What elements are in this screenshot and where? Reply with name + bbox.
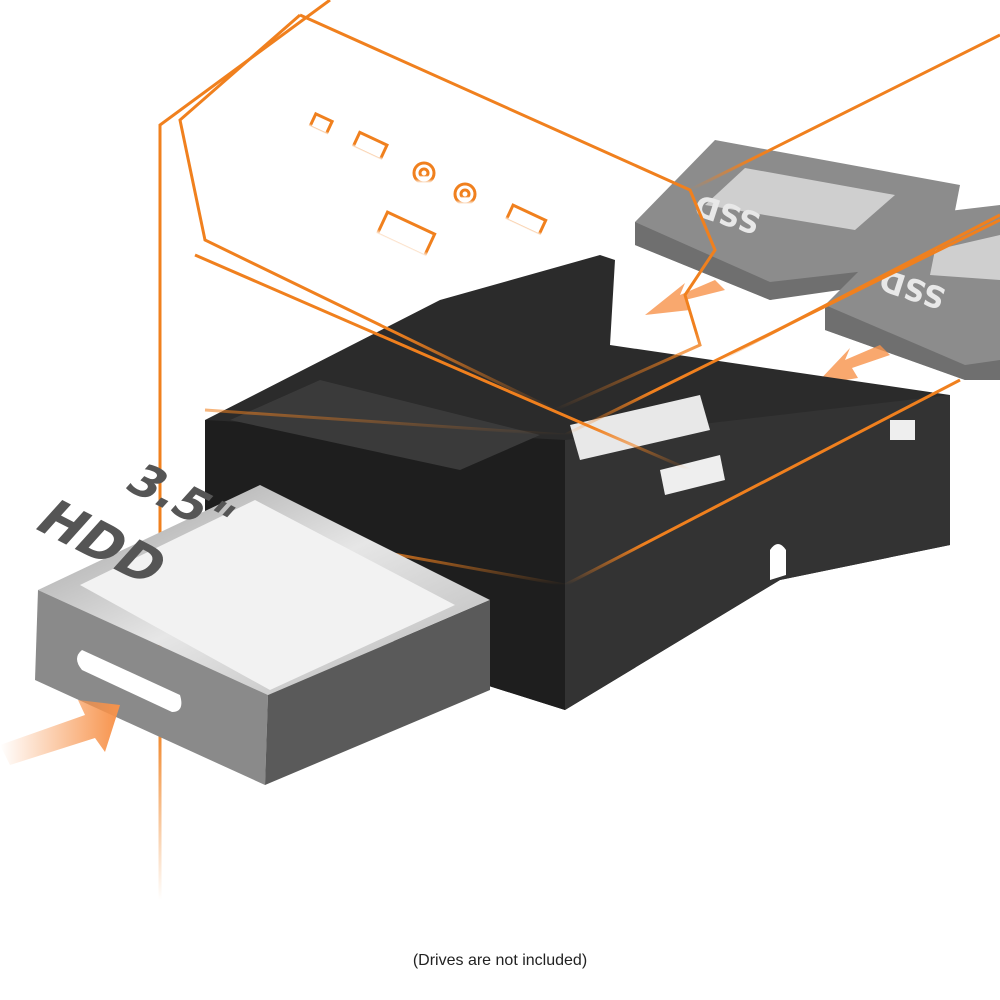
arrow-icon	[815, 345, 890, 385]
ssd-drive: SSD	[825, 205, 1000, 380]
hdd-drive: 3.5" HDD	[23, 456, 490, 785]
case-outline	[158, 0, 1000, 900]
arrow-icon	[0, 700, 120, 765]
caption: (Drives are not included)	[412, 952, 588, 969]
